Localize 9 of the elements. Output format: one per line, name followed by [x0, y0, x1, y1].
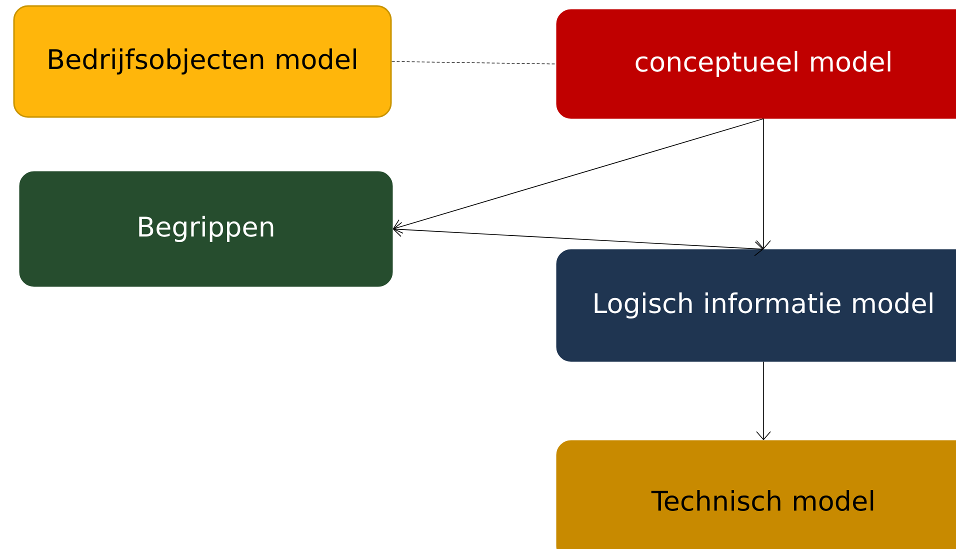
process-box: Begrippen	[19, 171, 393, 287]
arrow	[756, 118, 771, 250]
arrow	[392, 118, 764, 234]
process-box: Bedrijfsobjecten model	[13, 5, 392, 118]
arrow	[756, 361, 771, 440]
process-box: Technisch model	[556, 440, 956, 549]
process-box: conceptueel model	[556, 9, 956, 119]
process-box: Logisch informatie model	[556, 249, 956, 362]
arrow	[392, 222, 764, 256]
